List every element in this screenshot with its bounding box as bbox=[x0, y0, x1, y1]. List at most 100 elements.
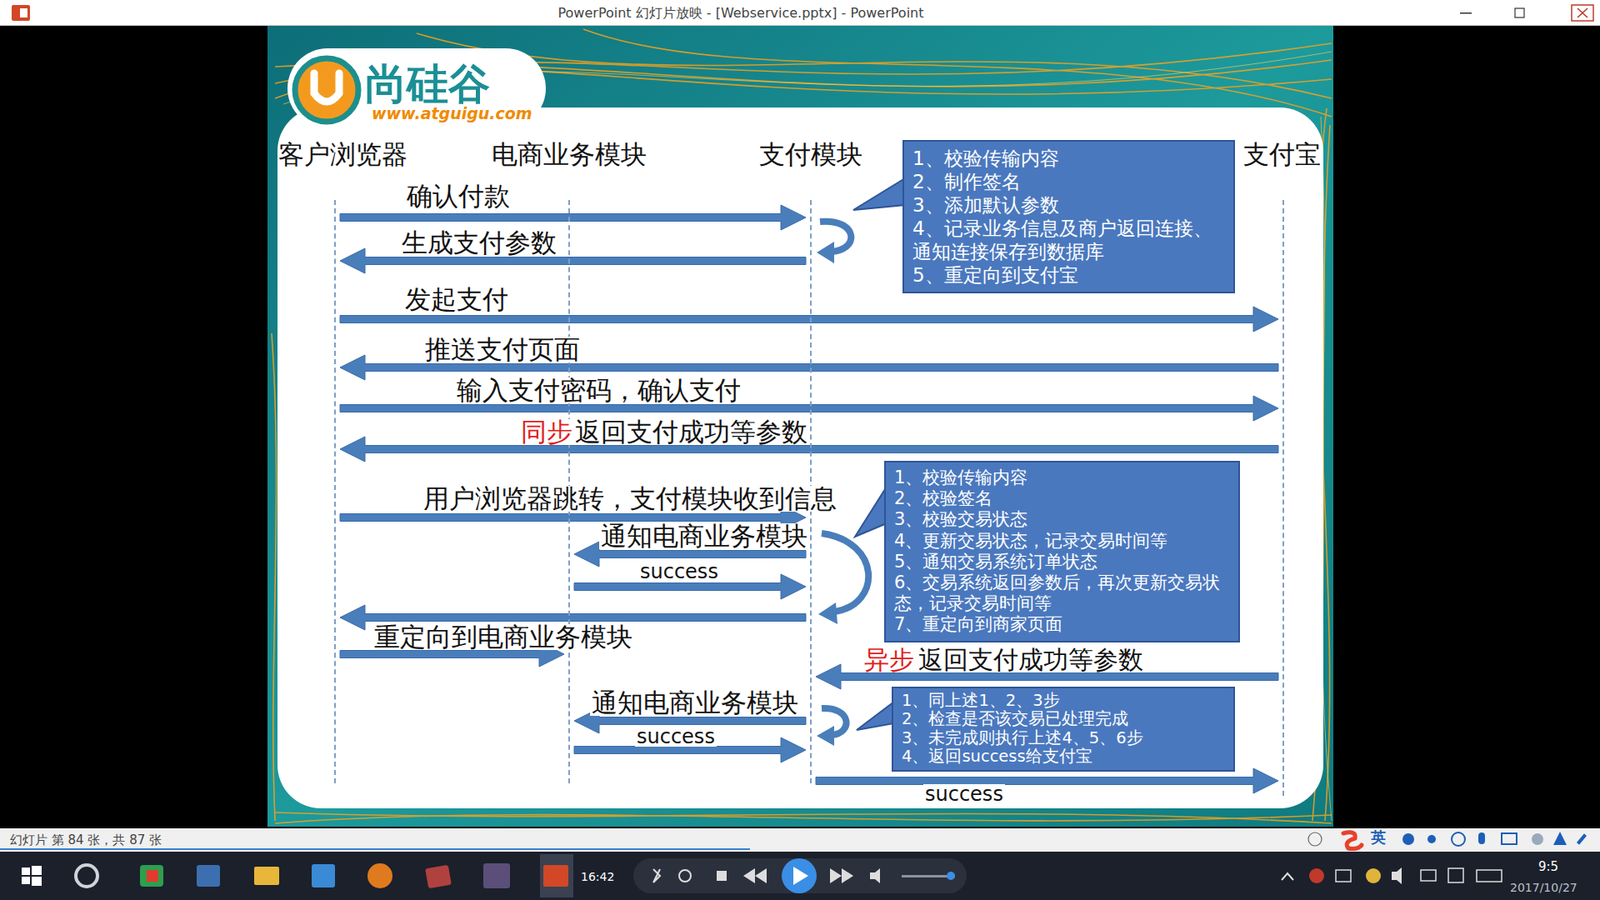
ime-icon bbox=[1478, 832, 1485, 845]
callout-item: 3、添加默认参数 bbox=[912, 193, 1225, 217]
taskbar-app bbox=[140, 865, 164, 887]
participant-header: 支付模块 bbox=[759, 140, 863, 169]
slide-content-area bbox=[277, 107, 1324, 809]
callout-item: 2、制作签名 bbox=[912, 170, 1225, 194]
message-label: 发起支付 bbox=[403, 286, 510, 313]
callout-pointer bbox=[856, 701, 895, 730]
taskbar-app bbox=[311, 864, 335, 888]
slide-swirls bbox=[271, 29, 1332, 824]
title-bar-border bbox=[0, 25, 1600, 26]
status-bar bbox=[0, 828, 1600, 852]
message-label: 通知电商业务模块 bbox=[599, 523, 810, 550]
message-label-holder: 返回支付成功等参数 bbox=[573, 419, 810, 445]
taskbar-app bbox=[196, 865, 220, 887]
restore-button bbox=[1515, 8, 1525, 18]
callout-item: 4、记录业务信息及商户返回连接、通知连接保存到数据库 bbox=[912, 216, 1225, 264]
callout-item: 5、重定向到支付宝 bbox=[912, 263, 1225, 287]
repeat-button bbox=[679, 870, 691, 882]
shuffle-button bbox=[653, 869, 660, 883]
message-label-holder: success bbox=[638, 561, 720, 582]
message-label: 返回支付成功等参数 bbox=[916, 647, 1145, 673]
message-label-holder: 用户浏览器跳转，支付模块收到信息 bbox=[421, 485, 839, 512]
label-holder: 英 bbox=[1370, 830, 1386, 846]
callout-pointer bbox=[853, 178, 905, 210]
message-label-holder: 输入支付密码，确认支付 bbox=[455, 377, 743, 404]
message-label: 通知电商业务模块 bbox=[590, 690, 800, 716]
taskbar-active-app bbox=[540, 854, 574, 898]
message-arrow bbox=[340, 436, 1279, 462]
swirl-line bbox=[583, 29, 1332, 117]
media-bar bbox=[633, 858, 967, 894]
annotation-label: PowerPoint 幻灯片放映 - [Webservice.pptx] - P… bbox=[558, 6, 925, 20]
tray-icon bbox=[1335, 870, 1351, 882]
message-label: 输入支付密码，确认支付 bbox=[455, 377, 743, 404]
taskbar bbox=[0, 851, 1600, 900]
label-holder: 幻灯片 第 84 张，共 87 张 bbox=[10, 831, 162, 848]
close-button bbox=[1571, 5, 1594, 21]
callout-item: 4、返回success给支付宝 bbox=[901, 747, 1225, 766]
tray-icon bbox=[1365, 868, 1381, 884]
start-tile bbox=[21, 876, 30, 885]
taskbar-app bbox=[425, 865, 452, 889]
label-holder: 异步 bbox=[863, 647, 915, 673]
ime-toolbar-icons bbox=[1402, 831, 1587, 846]
callout-box: 1、同上述1、2、3步2、检查是否该交易已处理完成3、未完成则执行上述4、5、6… bbox=[891, 686, 1235, 772]
taskbar-app bbox=[75, 865, 98, 887]
message-label: 确认付款 bbox=[405, 183, 512, 210]
label-holder: 16:42 bbox=[580, 868, 615, 885]
logo-plate bbox=[287, 48, 546, 129]
start-tile bbox=[21, 867, 30, 875]
self-call-loop bbox=[820, 221, 851, 252]
message-label: success bbox=[638, 561, 720, 582]
volume-icon bbox=[870, 868, 880, 884]
forward-button bbox=[830, 868, 842, 884]
callout-box: 1、校验传输内容2、校验签名3、校验交易状态4、更新交易状态，记录交易时间等5、… bbox=[884, 460, 1240, 643]
taskbar-app bbox=[543, 865, 569, 887]
label-holder: www.atguigu.com bbox=[371, 105, 533, 123]
tray-arrow bbox=[1281, 873, 1294, 880]
lifeline-dash bbox=[334, 200, 336, 784]
ime-logo bbox=[1343, 832, 1362, 850]
callout-item: 2、检查是否该交易已处理完成 bbox=[901, 710, 1225, 729]
callout-pointer bbox=[855, 486, 887, 537]
message-label-holder: 发起支付 bbox=[403, 286, 510, 313]
taskbar-app bbox=[483, 863, 510, 889]
lifeline-dash bbox=[1282, 200, 1285, 796]
message-label: 重定向到电商业务模块 bbox=[372, 624, 635, 650]
message-label-holder: 通知电商业务模块 bbox=[599, 523, 810, 550]
callout-item: 1、同上述1、2、3步 bbox=[901, 691, 1225, 710]
start-tile bbox=[31, 876, 42, 886]
callout-item: 3、校验交易状态 bbox=[894, 509, 1230, 530]
message-label-holder: success bbox=[635, 726, 717, 747]
participant-name: 客户浏览器 bbox=[278, 140, 408, 169]
message-label-holder: 生成支付参数 bbox=[400, 230, 559, 256]
message-label: success bbox=[635, 726, 717, 747]
ime-icon bbox=[1531, 833, 1544, 845]
minimize-button bbox=[1460, 12, 1472, 15]
participant-name: 电商业务模块 bbox=[491, 140, 647, 169]
tray-icon bbox=[1309, 868, 1325, 884]
logo-circle bbox=[295, 58, 359, 122]
swirl-line bbox=[275, 812, 1332, 824]
play-symbol bbox=[793, 866, 809, 885]
annotation-label: 幻灯片 第 84 张，共 87 张 bbox=[10, 834, 162, 847]
ime-icon bbox=[1553, 831, 1567, 845]
callout-item: 5、通知交易系统订单状态 bbox=[894, 551, 1230, 573]
message-label-holder: 通知电商业务模块 bbox=[590, 690, 800, 716]
message-label: 用户浏览器跳转，支付模块收到信息 bbox=[421, 485, 839, 512]
start-button bbox=[21, 865, 42, 886]
message-label-holder: success bbox=[923, 784, 1005, 805]
status-icon bbox=[1308, 832, 1322, 846]
callout-item: 4、更新交易状态，记录交易时间等 bbox=[894, 530, 1230, 552]
label-holder: PowerPoint 幻灯片放映 - [Webservice.pptx] - P… bbox=[558, 5, 925, 21]
message-label: 推送支付页面 bbox=[423, 336, 582, 363]
tray-icon bbox=[1420, 870, 1436, 881]
message-label-holder: 返回支付成功等参数 bbox=[916, 647, 1145, 673]
self-call-head bbox=[818, 602, 838, 625]
callout-item: 6、交易系统返回参数后，再次更新交易状态，记录交易时间等 bbox=[894, 572, 1230, 615]
logo-mark bbox=[314, 73, 340, 102]
label-holder: 2017/10/27 bbox=[1510, 879, 1578, 895]
message-label-holder: 确认付款 bbox=[405, 183, 512, 210]
annotation-label: 异步 bbox=[863, 647, 915, 673]
